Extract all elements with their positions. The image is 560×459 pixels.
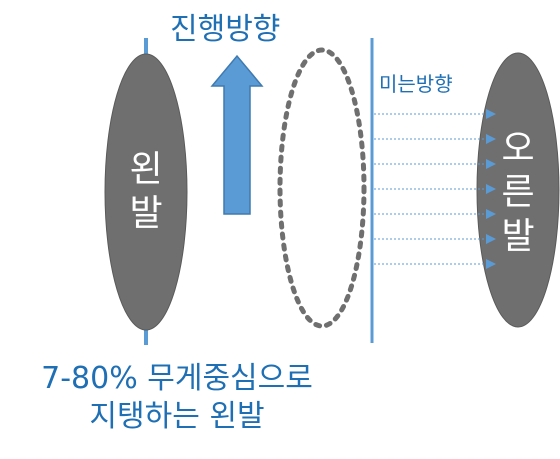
push-arrowhead-icon bbox=[486, 209, 496, 219]
left-foot-label-line1: 왼 bbox=[129, 149, 163, 190]
right-foot-label: 오 른 발 bbox=[488, 127, 548, 259]
direction-arrow-icon bbox=[210, 54, 264, 215]
caption-line2: 지탱하는 왼발 bbox=[89, 399, 265, 434]
push-arrowhead-icon bbox=[486, 259, 496, 269]
push-arrowhead-icon bbox=[486, 109, 496, 119]
left-foot-shape bbox=[104, 53, 188, 331]
right-foot-shape bbox=[476, 52, 560, 328]
left-foot-label-line2: 발 bbox=[129, 193, 163, 234]
push-direction-label: 미는방향 bbox=[379, 72, 453, 96]
direction-label: 진행방향 bbox=[170, 12, 281, 47]
caption-line1: 7-80% 무게중심으로 bbox=[41, 361, 313, 396]
push-arrowhead-icon bbox=[486, 134, 496, 144]
push-arrows-group bbox=[374, 109, 496, 269]
push-arrowhead-icon bbox=[486, 159, 496, 169]
caption: 7-80% 무게중심으로 지탱하는 왼발 bbox=[12, 360, 342, 436]
right-foot-label-line1: 오 bbox=[501, 128, 535, 169]
right-foot-label-line3: 발 bbox=[501, 216, 535, 257]
push-arrowhead-icon bbox=[486, 234, 496, 244]
right-foot-label-line2: 른 bbox=[501, 172, 535, 213]
dotted-foot-outline bbox=[277, 47, 367, 329]
push-arrowhead-icon bbox=[486, 184, 496, 194]
left-foot-label: 왼 발 bbox=[116, 148, 176, 236]
